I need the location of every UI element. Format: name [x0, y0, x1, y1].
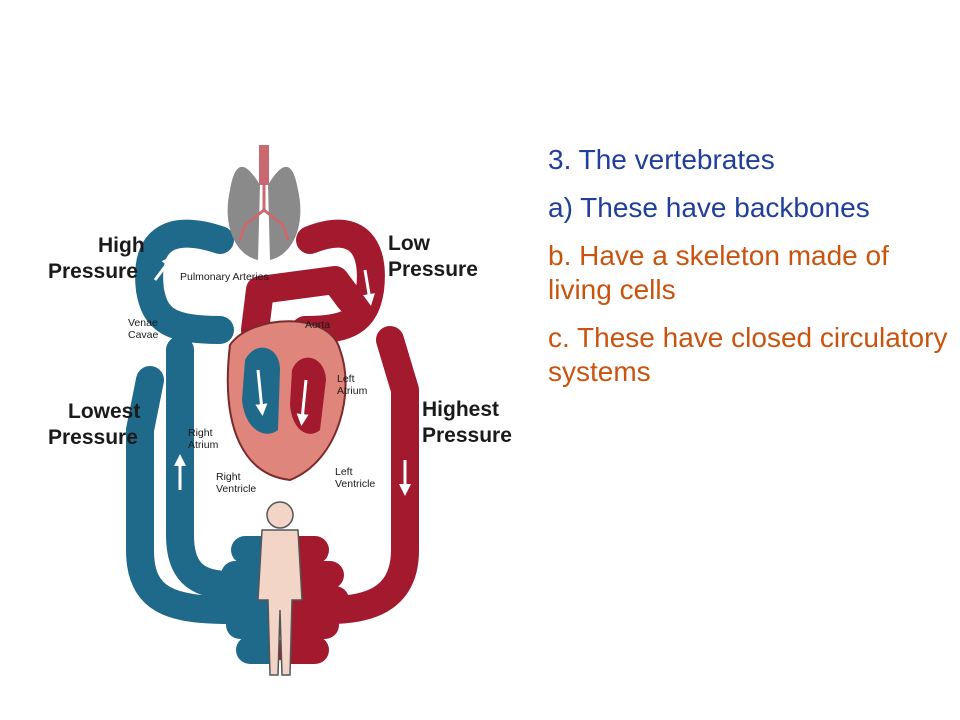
label-low-pressure-line2: Pressure — [388, 258, 478, 281]
label-lowest-pressure-line2: Pressure — [48, 426, 138, 449]
label-right-ventricle-line1: Right — [216, 471, 241, 483]
point-a-backbones: a) These have backbones — [548, 192, 870, 223]
circulatory-system-diagram: High Pressure Low Pressure Lowest Pressu… — [48, 145, 512, 676]
label-right-atrium-line2: Atrium — [188, 439, 219, 451]
deoxygenated-vessels — [126, 219, 284, 664]
label-venae-cavae-line1: Venae — [128, 317, 158, 329]
human-figure — [257, 501, 303, 676]
label-highest-pressure-line2: Pressure — [422, 424, 512, 447]
label-high-pressure-line2: Pressure — [48, 260, 138, 283]
label-venae-cavae-line2: Cavae — [128, 329, 159, 341]
label-highest-pressure-line1: Highest — [422, 398, 499, 421]
label-high-pressure-line1: High — [98, 234, 145, 257]
heading-vertebrates: 3. The vertebrates — [548, 144, 775, 175]
label-lowest-pressure-line1: Lowest — [68, 400, 140, 423]
label-left-ventricle-line2: Ventricle — [335, 478, 375, 490]
label-low-pressure-line1: Low — [388, 232, 431, 255]
label-left-ventricle-line1: Left — [335, 466, 353, 478]
heart — [226, 320, 347, 482]
label-left-atrium-line2: Atrium — [337, 385, 368, 397]
label-right-ventricle-line2: Ventricle — [216, 483, 256, 495]
bullet-list: 3. The vertebrates a) These have backbon… — [548, 143, 948, 403]
oxygenated-vessels — [241, 219, 419, 664]
label-aorta: Aorta — [305, 319, 330, 331]
label-right-atrium-line1: Right — [188, 427, 213, 439]
point-b-skeleton: b. Have a skeleton made of living cells — [548, 240, 889, 305]
lungs — [227, 145, 301, 260]
point-c-closed-circulation: c. These have closed circulatory systems — [548, 322, 948, 387]
label-left-atrium-line1: Left — [337, 373, 355, 385]
flow-arrows — [153, 255, 411, 496]
label-pulmonary-arteries: Pulmonary Arteries — [180, 271, 269, 283]
